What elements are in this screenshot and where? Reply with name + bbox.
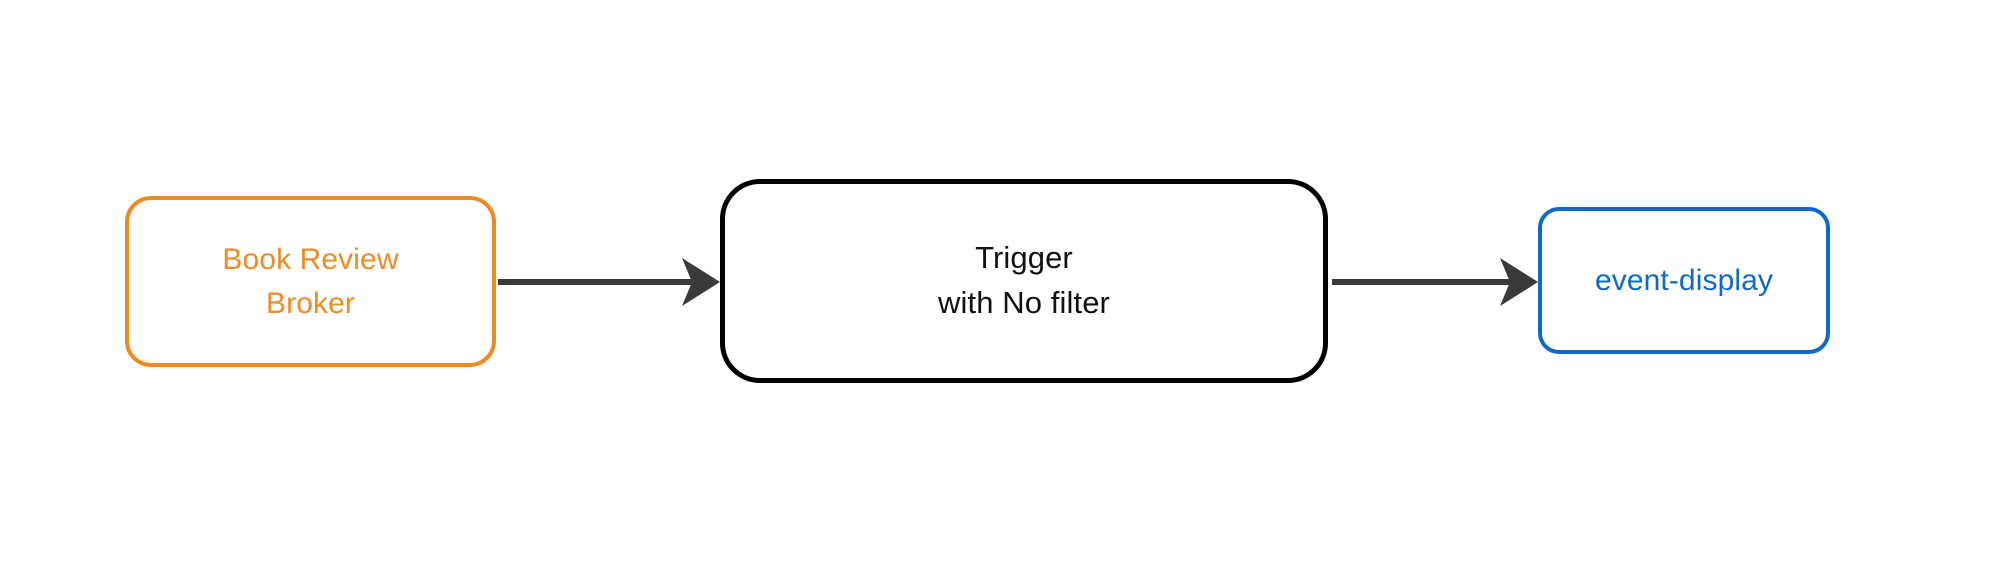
edge-trigger-to-sink	[1332, 258, 1538, 306]
node-event-display-label: event-display	[1594, 263, 1774, 297]
node-trigger[interactable]: Trigger with No filter	[720, 179, 1328, 383]
edge-trigger-to-sink-arrowhead	[1500, 258, 1538, 306]
edge-source-to-trigger	[498, 258, 720, 306]
node-book-review-broker-label: Book Review Broker	[222, 243, 399, 320]
node-event-display[interactable]: event-display	[1538, 207, 1830, 354]
node-book-review-broker[interactable]: Book Review Broker	[125, 196, 496, 367]
node-trigger-label: Trigger with No filter	[938, 240, 1110, 320]
edge-source-to-trigger-arrowhead	[682, 258, 720, 306]
